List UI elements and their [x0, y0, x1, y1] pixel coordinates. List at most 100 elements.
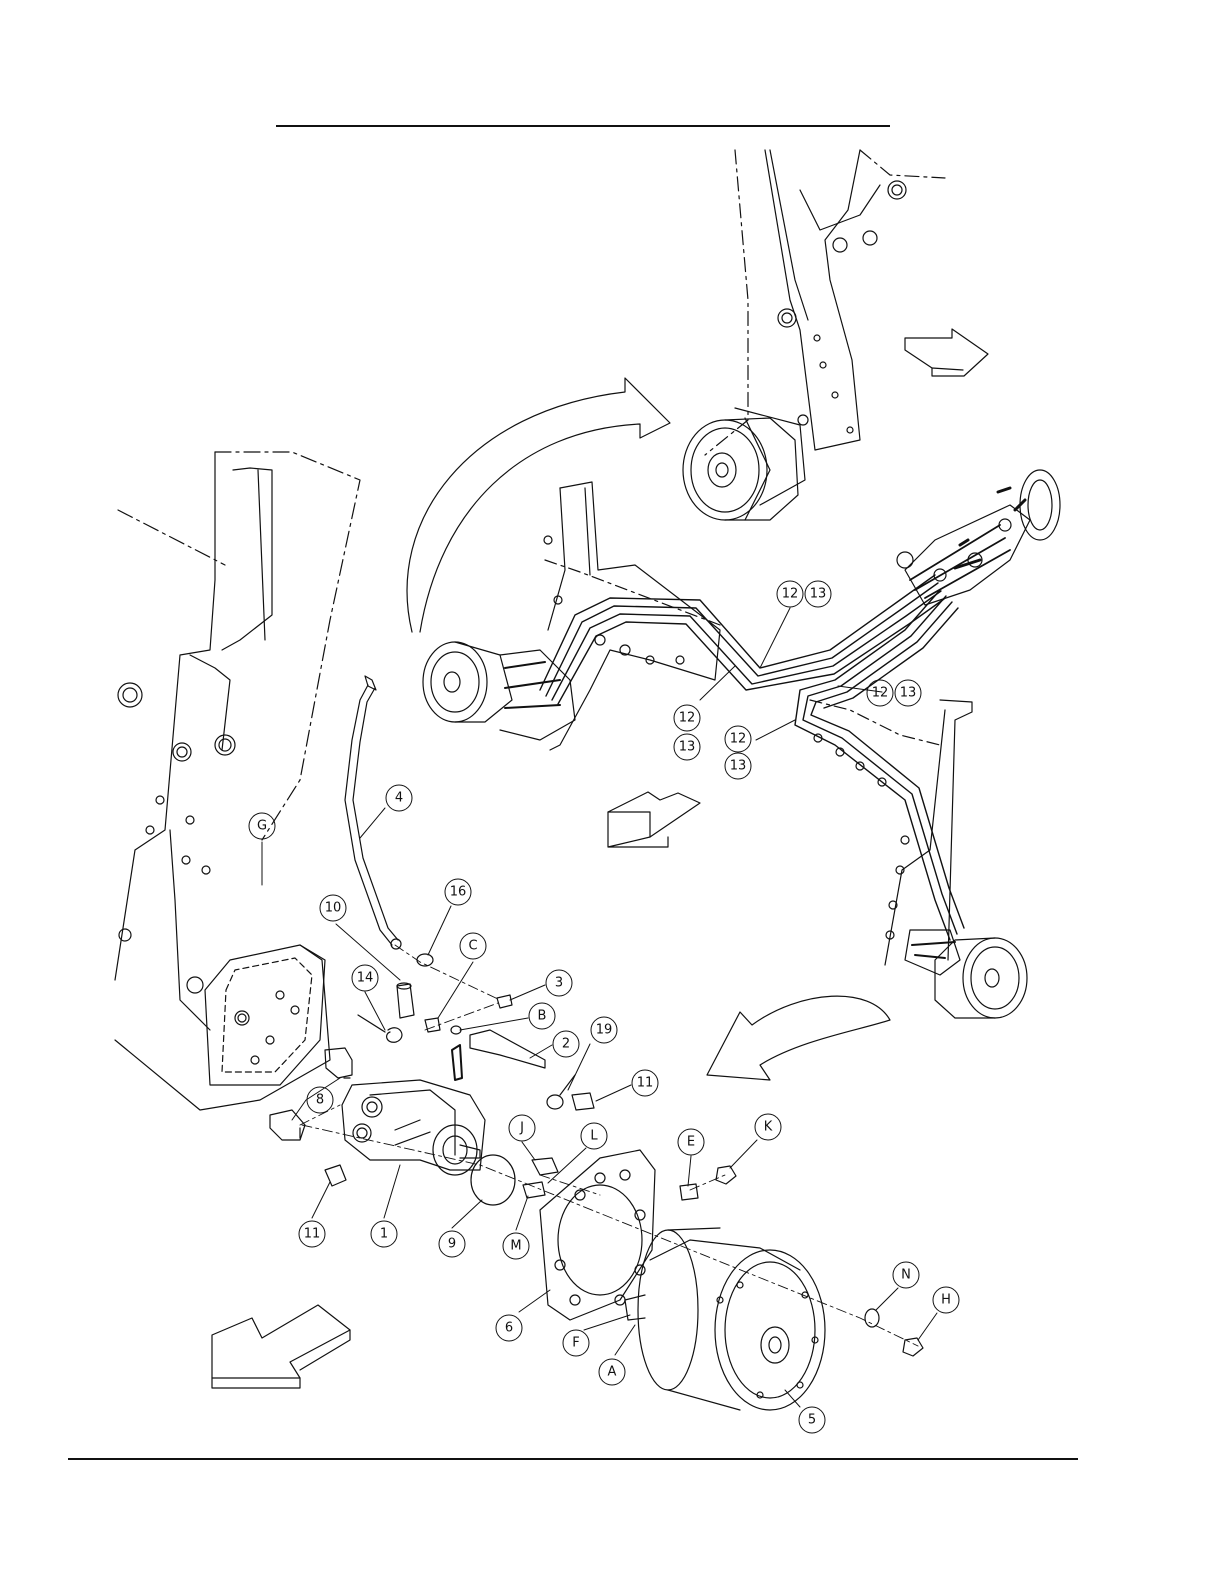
direction-arrow-top-right [905, 329, 988, 376]
callout-label: 13 [810, 587, 827, 602]
callout-label: 4 [395, 791, 403, 806]
callout-label: H [941, 1293, 951, 1308]
hydraulic-hose-bundle [540, 575, 964, 940]
left-frame [115, 452, 360, 1110]
plug-part-10 [397, 983, 414, 1018]
callout-label: K [764, 1120, 773, 1135]
callout-label: B [538, 1009, 547, 1024]
gasket-part-6 [540, 1150, 655, 1320]
pump-motor-part-1 [342, 1080, 485, 1175]
callout-label: M [510, 1239, 521, 1254]
callout-label: F [572, 1336, 579, 1351]
curved-arrow-bottom-right [707, 996, 890, 1080]
direction-arrow-middle [608, 792, 700, 847]
callout-label: 9 [448, 1237, 456, 1252]
callout-3: 3 [546, 970, 572, 996]
callout-12: 12 [674, 705, 700, 731]
callout-label: A [608, 1365, 617, 1380]
callout-label: C [468, 939, 477, 954]
callout-label: 3 [555, 976, 563, 991]
plug-part-11-right [572, 1093, 594, 1110]
callout-12: 12 [777, 581, 803, 607]
callout-13: 13 [674, 734, 700, 760]
callout-C: C [460, 933, 486, 959]
callout-J: J [509, 1115, 535, 1141]
callout-label: 16 [450, 885, 467, 900]
callout-label: 11 [637, 1076, 654, 1091]
direction-arrow-bottom-left [212, 1305, 350, 1388]
bracket-part-2 [452, 1030, 545, 1080]
upper-drive-motor [683, 408, 805, 520]
assembly-centerlines [300, 945, 918, 1346]
callout-16: 16 [445, 879, 471, 905]
callout-1: 1 [371, 1221, 397, 1247]
callout-19: 19 [591, 1017, 617, 1043]
callout-12: 12 [867, 680, 893, 706]
callout-label: 14 [357, 971, 374, 986]
callout-5: 5 [799, 1407, 825, 1433]
callout-K: K [755, 1114, 781, 1140]
callout-L: L [581, 1123, 607, 1149]
callout-G: G [249, 813, 275, 839]
callouts: 12 13 12 13 12 13 12 13 4 G 16 10 C 14 3… [249, 581, 959, 1433]
callout-E: E [678, 1129, 704, 1155]
hose-part-4 [345, 676, 401, 949]
callout-12: 12 [725, 726, 751, 752]
callout-label: E [687, 1135, 695, 1150]
callout-13: 13 [805, 581, 831, 607]
callout-A: A [599, 1359, 625, 1385]
callout-label: 13 [679, 740, 696, 755]
callout-label: G [257, 819, 267, 834]
callout-label: 2 [562, 1037, 570, 1052]
callout-label: 6 [505, 1321, 513, 1336]
callout-label: 19 [596, 1023, 613, 1038]
callout-6: 6 [496, 1315, 522, 1341]
callout-label: 1 [380, 1227, 388, 1242]
callout-label: 12 [872, 686, 889, 701]
callout-13: 13 [895, 680, 921, 706]
callout-F: F [563, 1330, 589, 1356]
callout-label: 12 [782, 587, 799, 602]
oring-part-9 [471, 1155, 515, 1205]
callout-label: 5 [808, 1413, 816, 1428]
callout-M: M [503, 1233, 529, 1259]
nut-part-H [903, 1338, 923, 1356]
lower-right-drive-motor [905, 930, 1027, 1018]
callout-2: 2 [553, 1031, 579, 1057]
middle-drive-motor [423, 642, 575, 740]
curved-arrow-top [407, 378, 670, 632]
callout-label: N [901, 1268, 911, 1283]
plug-part-11-left [325, 1165, 346, 1186]
callout-11: 11 [632, 1070, 658, 1096]
callout-11: 11 [299, 1221, 325, 1247]
leader-lines [262, 608, 937, 1407]
callout-14: 14 [352, 965, 378, 991]
callout-label: 12 [679, 711, 696, 726]
callout-label: L [590, 1129, 598, 1144]
callout-B: B [529, 1003, 555, 1029]
callout-H: H [933, 1287, 959, 1313]
callout-label: 13 [900, 686, 917, 701]
bolt-part-E [680, 1184, 698, 1200]
callout-label: 13 [730, 759, 747, 774]
wheel-drive-part-5 [625, 1228, 825, 1410]
callout-4: 4 [386, 785, 412, 811]
header-rule [276, 125, 890, 127]
callout-label: 12 [730, 732, 747, 747]
callout-13: 13 [725, 753, 751, 779]
footer-rule [68, 1458, 1078, 1460]
callout-label: 8 [316, 1093, 324, 1108]
nut-part-K [716, 1166, 736, 1184]
callout-label: 10 [325, 901, 342, 916]
ring-part-19 [547, 1075, 575, 1109]
callout-label: 11 [304, 1227, 321, 1242]
callout-9: 9 [439, 1231, 465, 1257]
lower-right-frame-leg [810, 700, 972, 965]
washer-part-N [865, 1309, 879, 1327]
sensor-part-3 [497, 995, 512, 1008]
clip-part-14 [358, 1015, 402, 1042]
callout-10: 10 [320, 895, 346, 921]
callout-label: J [519, 1121, 524, 1136]
